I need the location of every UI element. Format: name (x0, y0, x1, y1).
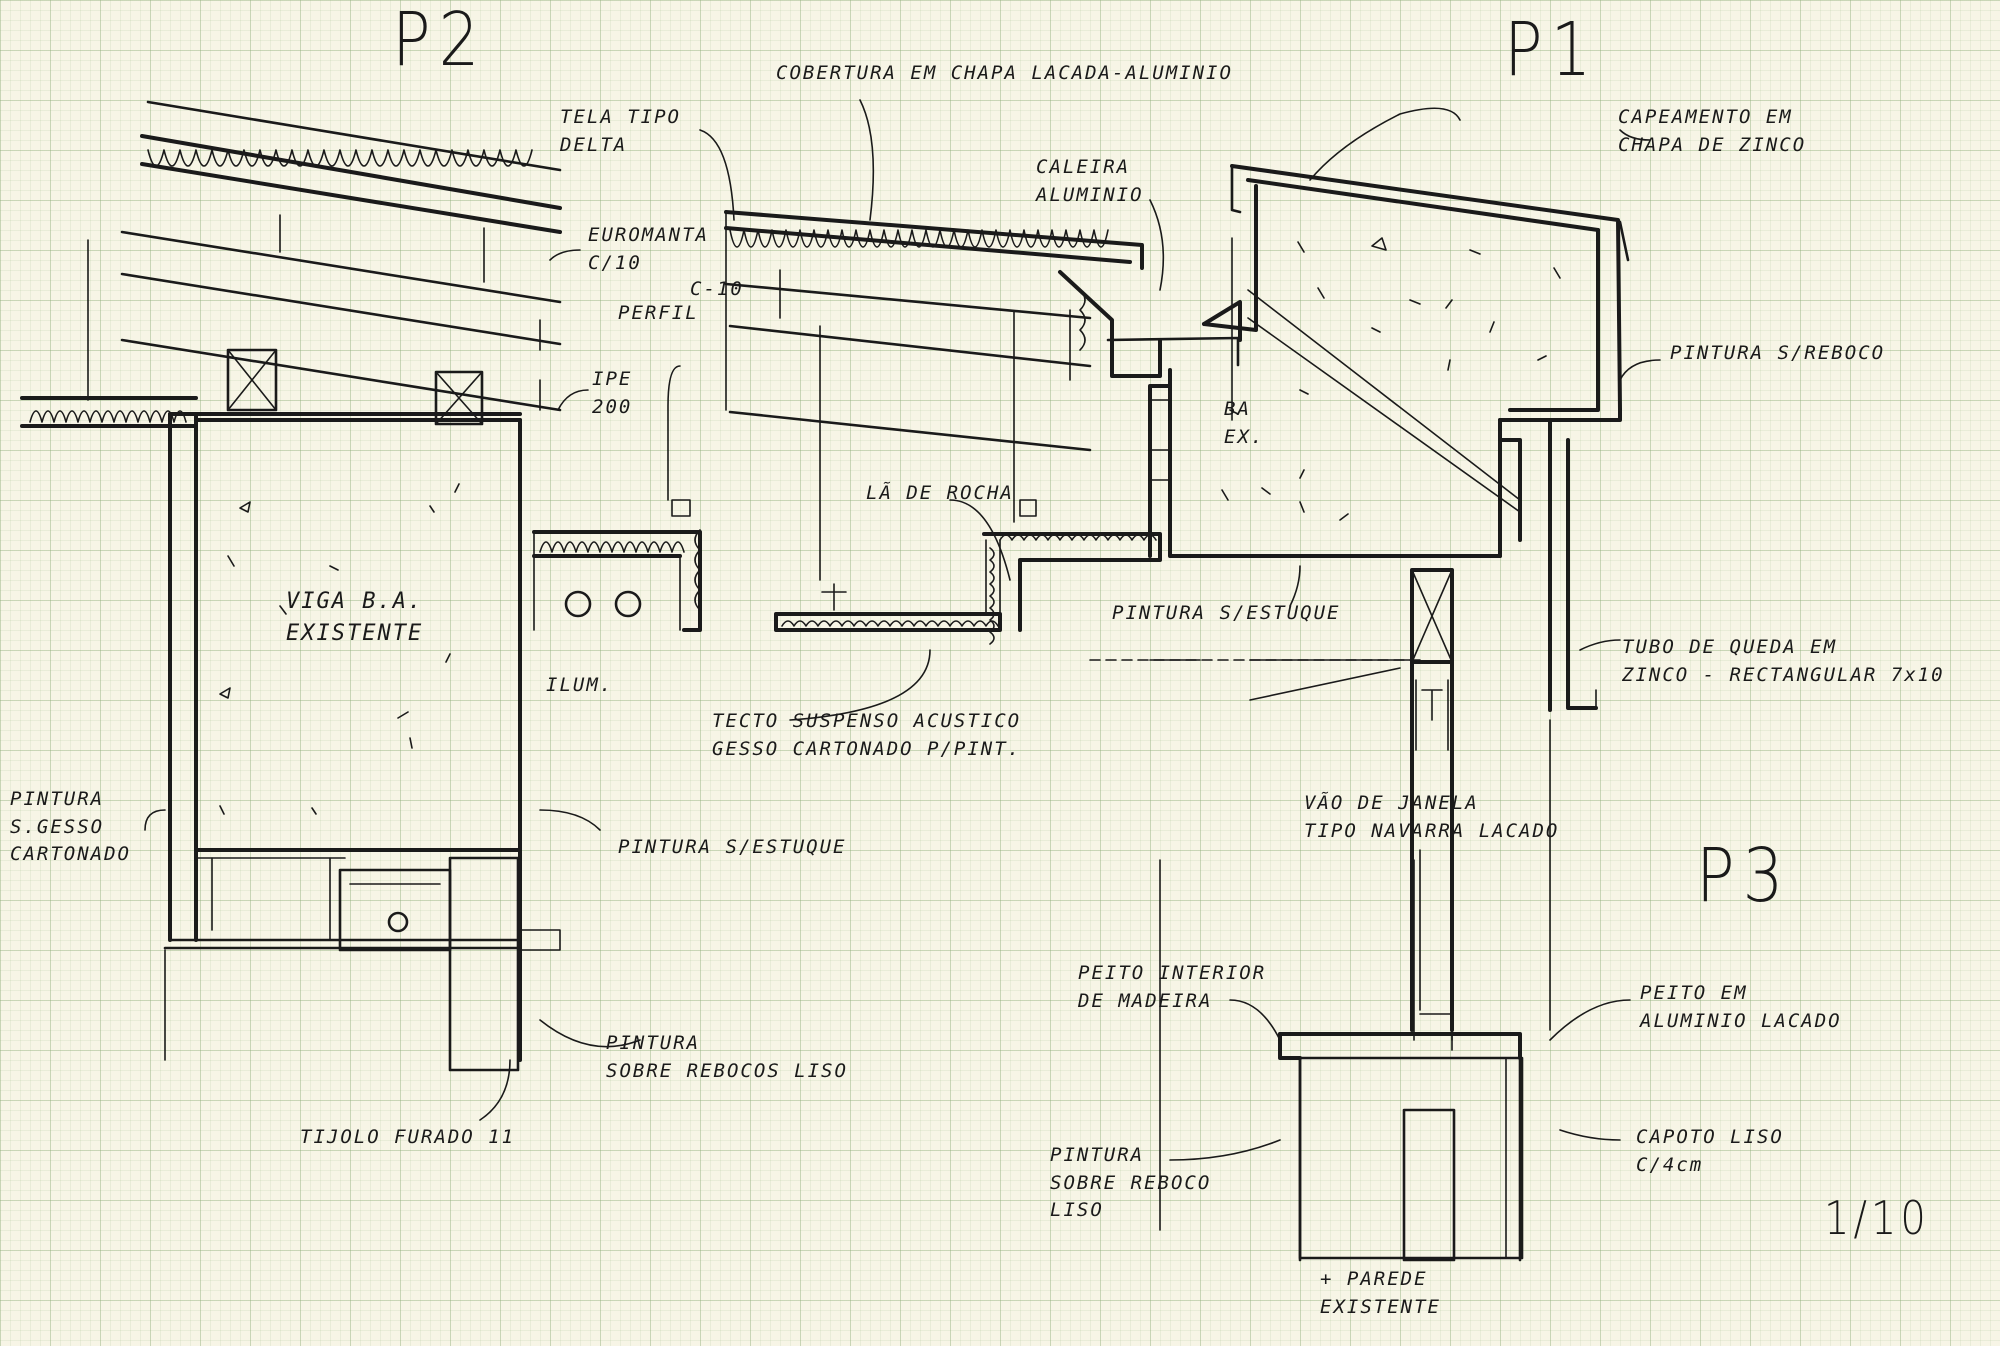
label-ipe200: IPE 200 (592, 368, 633, 418)
label-tela-tipo-delta: TELA TIPO DELTA (560, 106, 681, 156)
label-viga-ba: VIGA B.A. EXISTENTE (286, 589, 424, 646)
section-p2-title: P2 (392, 0, 488, 84)
label-tijolo-furado: TIJOLO FURADO 11 (300, 1126, 516, 1148)
label-euromanta: EUROMANTA C/10 (588, 224, 709, 274)
label-pintura-sobre-reboco-liso: PINTURA SOBRE REBOCO LISO (1050, 1144, 1212, 1222)
central-roof (539, 210, 1242, 581)
label-pintura-s-estuque-2: PINTURA S/ESTUQUE (618, 836, 847, 858)
label-caleira: CALEIRA ALUMINIO (1036, 156, 1144, 206)
label-parede-existente: + PAREDE EXISTENTE (1320, 1268, 1441, 1318)
label-tubo-de-queda: TUBO DE QUEDA EM ZINCO - RECTANGULAR 7x1… (1622, 636, 1945, 686)
label-capoto-liso: CAPOTO LISO C/4cm (1636, 1126, 1784, 1176)
label-pintura-sobre-rebocos: PINTURA SOBRE REBOCOS LISO (606, 1032, 848, 1082)
label-ilum: ILUM. (546, 674, 614, 696)
label-cobertura: COBERTURA EM CHAPA LACADA-ALUMINIO (776, 62, 1233, 84)
label-pintura-s-estuque-1: PINTURA S/ESTUQUE (1112, 602, 1341, 624)
label-pintura-s-gesso: PINTURA S.GESSO CARTONADO (10, 788, 131, 866)
left-slab (20, 396, 198, 428)
window-frame (1149, 568, 1551, 1041)
label-tecto-suspenso: TECTO SUSPENSO ACUSTICO GESSO CARTONADO … (712, 710, 1022, 760)
p3-wall-section (1159, 849, 1524, 1262)
viga-ba-existente (163, 412, 561, 1072)
label-vao-de-janela: VÃO DE JANELA TIPO NAVARRA LACADO (1304, 792, 1560, 842)
tubo-de-queda (1548, 418, 1598, 712)
label-peito-aluminio: PEITO EM ALUMINIO LACADO (1640, 982, 1842, 1032)
p2-roof (87, 100, 562, 426)
label-perfil: PERFIL (618, 302, 699, 324)
section-p1-title: P1 (1504, 8, 1600, 94)
p1-cornice (1202, 164, 1630, 513)
section-p3-title: P3 (1696, 834, 1792, 920)
label-c10: C-10 (690, 278, 744, 300)
label-capeamento: CAPEAMENTO EM CHAPA DE ZINCO (1618, 106, 1807, 156)
label-peito-interior: PEITO INTERIOR DE MADEIRA (1078, 962, 1267, 1012)
leader-lines (144, 99, 1661, 1161)
tecto-suspenso (532, 365, 1421, 661)
drawing-scale: 1/10 (1824, 1192, 1930, 1246)
label-pintura-s-reboco: PINTURA S/REBOCO (1670, 342, 1886, 364)
ba-ex-block (1148, 368, 1522, 558)
label-ba-ex: BA EX. (1224, 398, 1265, 448)
label-la-de-rocha: LÃ DE ROCHA (866, 482, 1014, 504)
